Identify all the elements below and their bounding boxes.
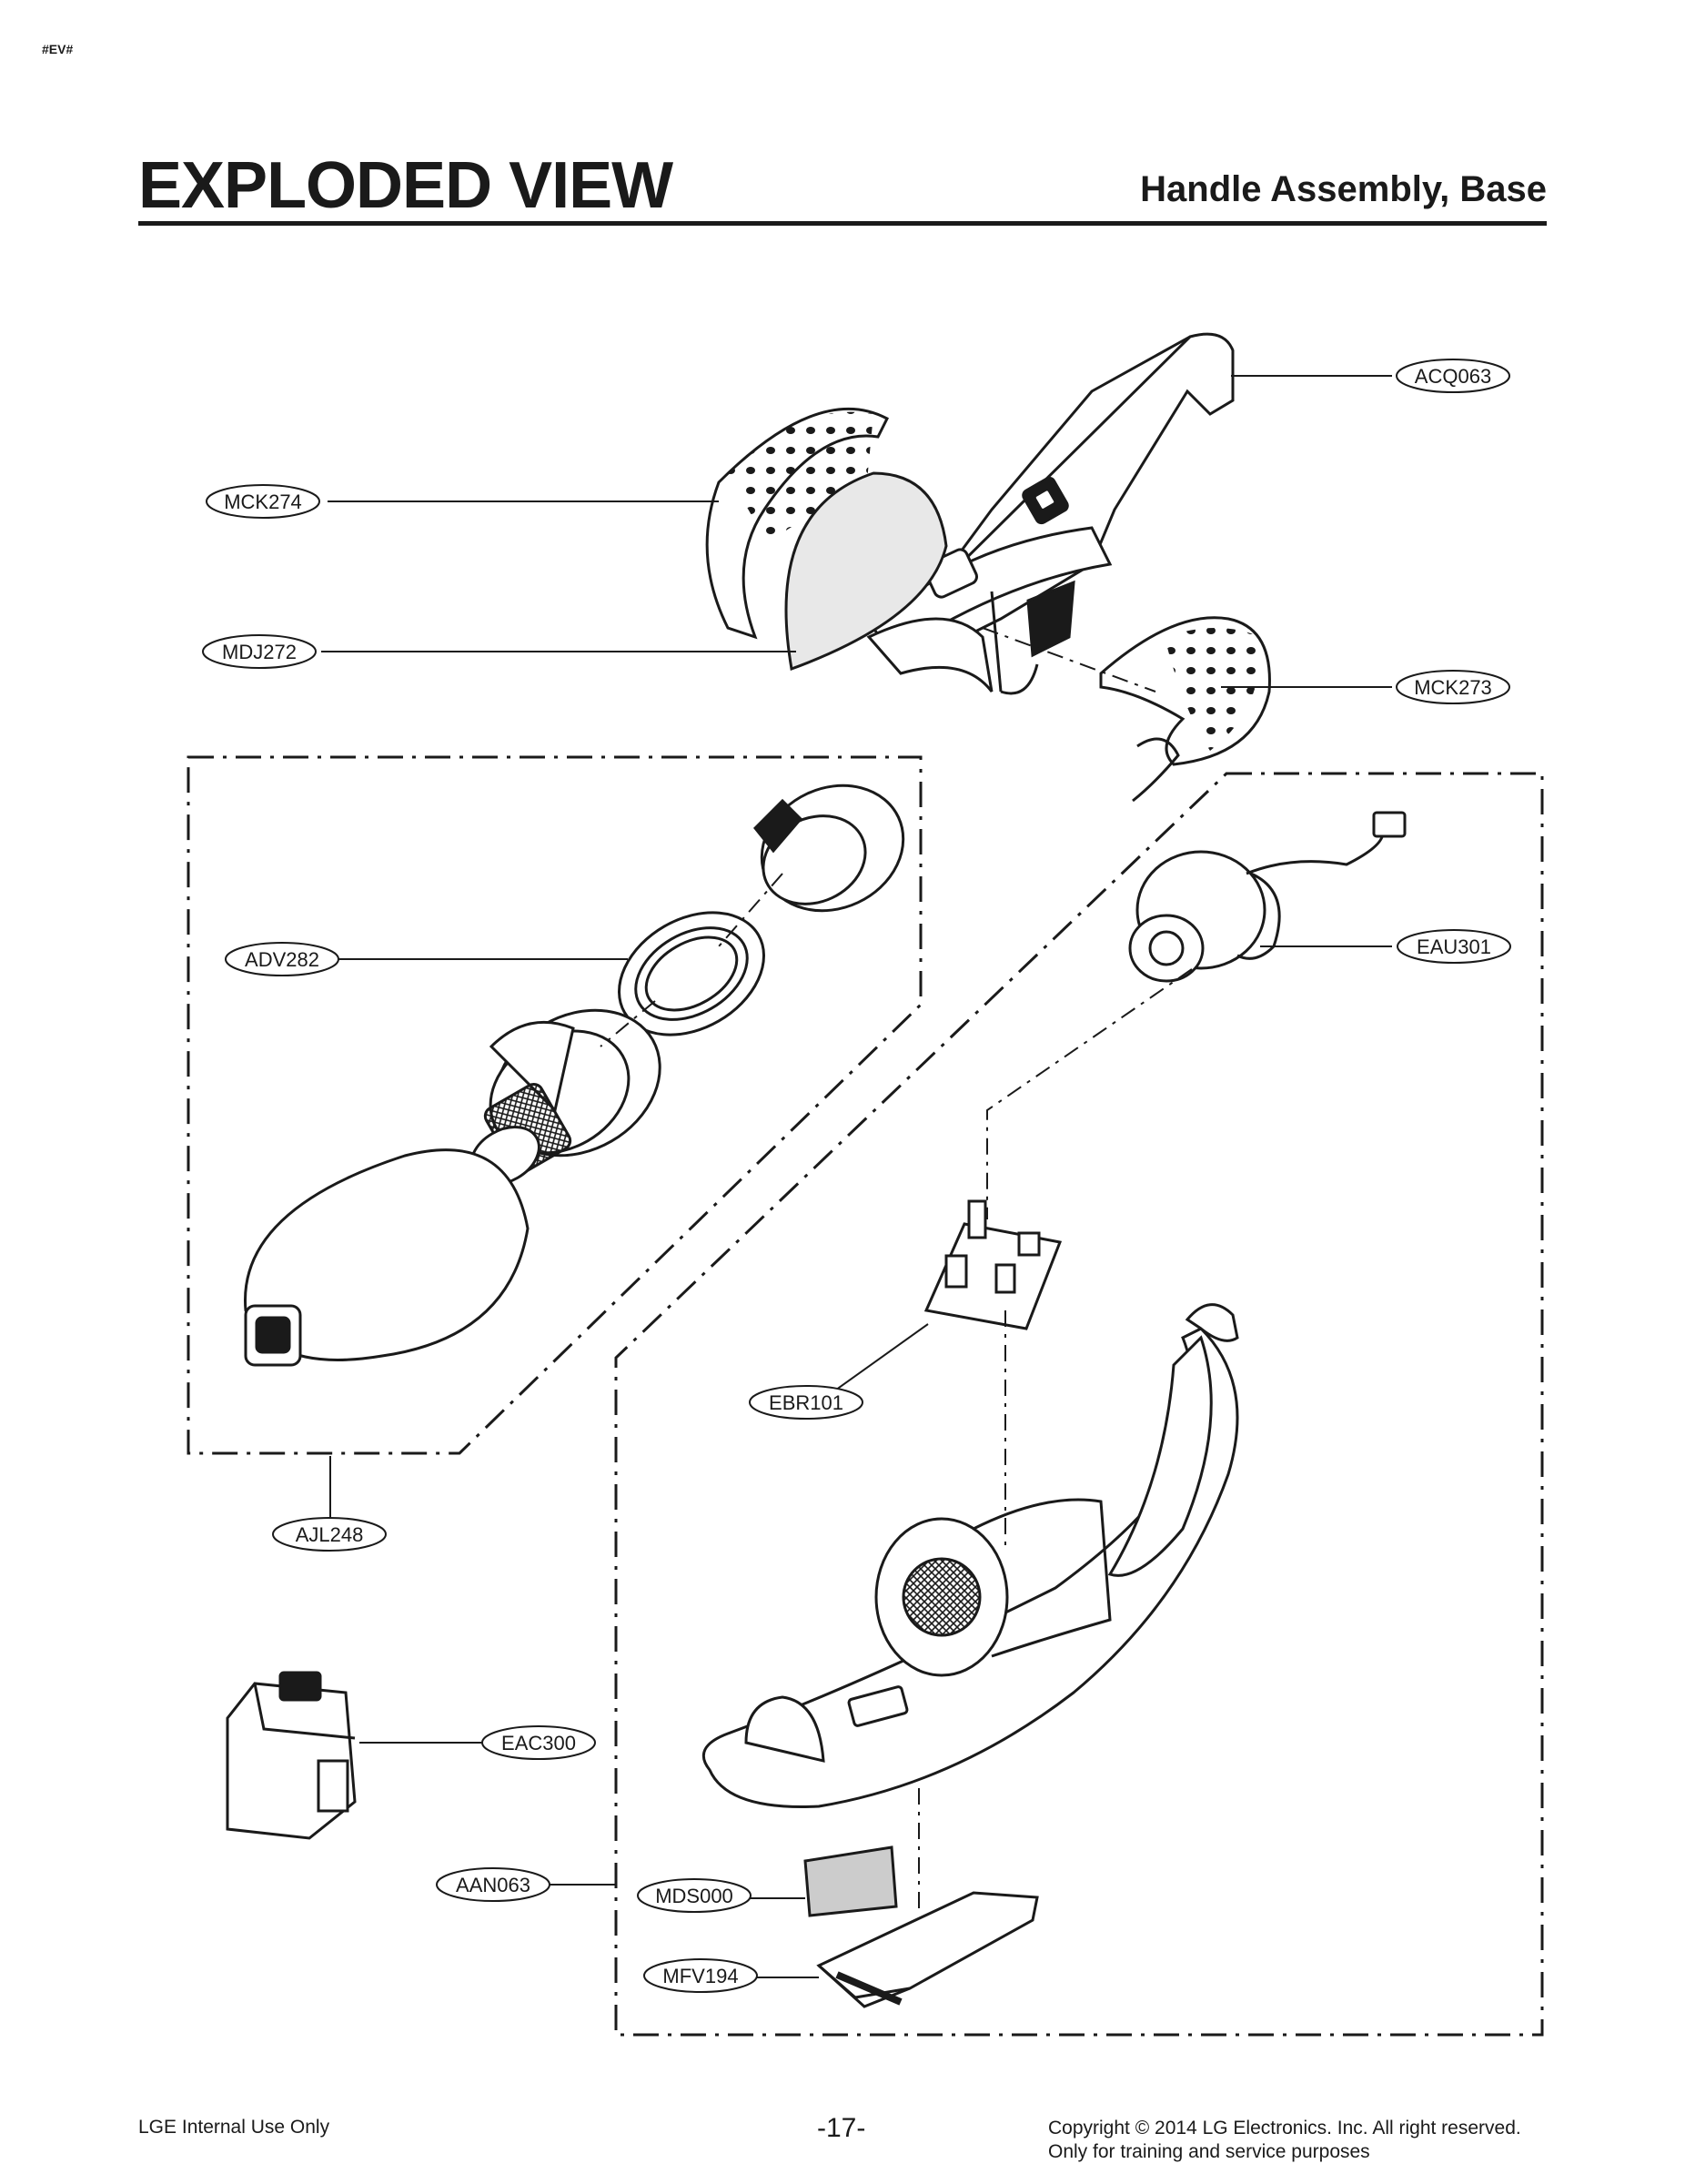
callout-code-mck274: MCK274 [224,490,302,513]
callout-code-eau301: EAU301 [1417,935,1491,958]
callout-oval-aan063 [436,1867,550,1902]
callout-oval-eau301 [1397,929,1511,964]
callout-oval-ajl248 [272,1517,387,1552]
callout-labels: ACQ063 MCK274 MDJ272 MCK273 ADV282 EAU30… [222,365,1492,1987]
part-cyclone [469,1008,661,1186]
doc-marker: #EV# [42,42,74,56]
callout-code-ebr101: EBR101 [769,1391,843,1414]
footer-copyright: Copyright © 2014 LG Electronics. Inc. Al… [1048,2118,1521,2138]
part-filter-ring [618,911,765,1036]
footer-page-number: -17- [817,2113,866,2143]
part-right-grille-cover [1099,616,1271,803]
part-battery-pack [226,1671,357,1840]
page-subtitle: Handle Assembly, Base [1140,169,1547,209]
part-pcb-assembly [923,1199,1063,1330]
part-motor-fan [1128,811,1407,983]
base-group-box [614,772,1544,2037]
callout-code-mfv194: MFV194 [662,1965,738,1987]
footer-internal-use: LGE Internal Use Only [138,2117,330,2138]
dust-bin-group-box [187,755,923,1455]
part-pad [803,1845,898,1917]
part-left-grille-cover [705,407,889,640]
callout-oval-mck274 [206,484,320,519]
leader-lines [321,375,1392,1978]
callout-code-ajl248: AJL248 [296,1523,364,1546]
callout-oval-ebr101 [749,1385,863,1420]
callout-code-eac300: EAC300 [501,1732,576,1754]
part-handle-cover [866,332,1235,695]
callout-code-mck273: MCK273 [1414,676,1492,699]
part-cup-top [752,784,905,913]
callout-code-acq063: ACQ063 [1415,365,1491,388]
callout-code-mds000: MDS000 [655,1885,733,1907]
footer-note: Only for training and service purposes [1048,2141,1370,2162]
part-terminal-bracket [816,1891,1039,2008]
callout-oval-mck273 [1396,670,1510,704]
callout-code-mdj272: MDJ272 [222,641,297,663]
group-boxes [187,755,1544,2037]
part-base [701,1303,1239,1808]
callout-oval-mdj272 [202,634,317,669]
callout-code-adv282: ADV282 [245,948,319,971]
callout-ovals [202,359,1511,1993]
callout-oval-mds000 [637,1878,752,1913]
callout-code-aan063: AAN063 [456,1874,530,1896]
part-dust-bin [243,1148,530,1367]
footer-copyright-block: Copyright © 2014 LG Electronics. Inc. Al… [1048,2117,1521,2164]
callout-oval-eac300 [481,1725,596,1760]
part-filter-sheet [784,471,948,672]
title-rule [138,221,1547,226]
callout-oval-acq063 [1396,359,1510,393]
explode-axis-lines [600,627,1193,1911]
callout-oval-adv282 [225,942,339,976]
page-title: EXPLODED VIEW [138,149,673,222]
callout-oval-mfv194 [643,1958,758,1993]
